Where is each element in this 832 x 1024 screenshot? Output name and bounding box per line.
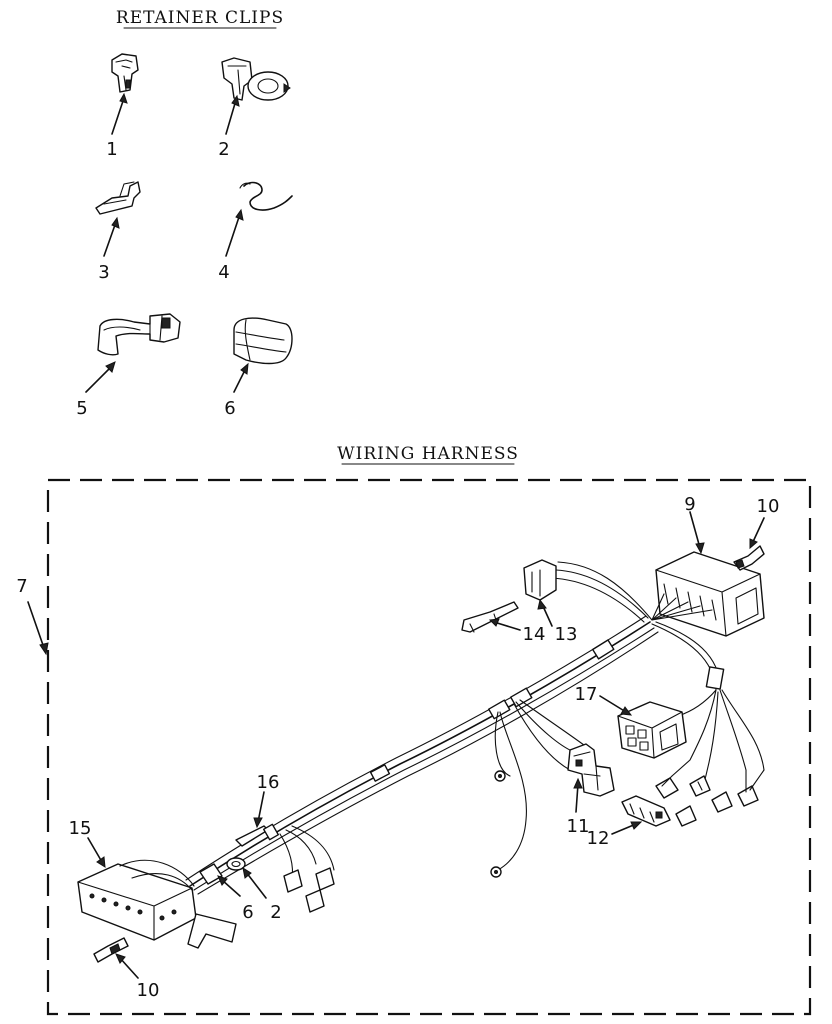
- connector-11-leader: [575, 783, 579, 813]
- plug-13-drawing: [523, 559, 557, 601]
- harness-clip-6-arrowhead: [217, 875, 228, 886]
- clip-2-label: 2: [218, 139, 229, 160]
- retainer-clips-heading: RETAINER CLIPS: [116, 8, 284, 28]
- clip-3-drawing: [95, 181, 141, 215]
- plug-13-arrowhead: [537, 598, 547, 610]
- harness-clip-6-label: 6: [242, 902, 253, 923]
- harness-clip-2-label: 2: [270, 902, 281, 923]
- terminal-block-15-leader: [87, 837, 103, 863]
- terminal-14-drawing: [461, 601, 519, 633]
- harness-boundary: [46, 478, 812, 1016]
- harness-label: 7: [16, 576, 27, 597]
- clip-4-leader: [225, 213, 241, 257]
- wiring-harness-heading: WIRING HARNESS: [337, 444, 519, 464]
- connector-17-arrowhead: [620, 706, 633, 716]
- clip-4-drawing: [239, 181, 293, 211]
- connector-11-drawing: [567, 743, 615, 797]
- branch-lower-left: [279, 825, 335, 913]
- terminal-strip-12-label: 12: [587, 828, 610, 849]
- connector-17-label: 17: [575, 684, 598, 705]
- terminal-strip-12-leader: [611, 823, 637, 835]
- loose-terminals-right: [655, 769, 765, 827]
- clip-3-label: 3: [98, 262, 109, 283]
- tie-16-drawing: [235, 823, 280, 847]
- clip-1-label: 1: [106, 139, 117, 160]
- harness-clips-drawing: [199, 857, 246, 885]
- clip-6-arrowhead: [240, 362, 249, 375]
- clip-5-arrowhead: [105, 361, 116, 373]
- clip-6-label: 6: [224, 398, 235, 419]
- clip-5-label: 5: [76, 398, 87, 419]
- terminal-block-9-arrowhead: [695, 542, 705, 555]
- terminal-block-9-leader: [689, 511, 701, 549]
- branch-to-plug-13: [551, 561, 653, 623]
- terminal-10-upper-arrowhead: [749, 538, 758, 550]
- connector-11-label: 11: [567, 816, 590, 837]
- terminal-strip-12-drawing: [621, 795, 671, 827]
- clip-6-drawing: [233, 317, 293, 365]
- terminal-10-lower-label: 10: [137, 980, 160, 1001]
- harness-arrowhead: [39, 642, 49, 656]
- terminal-10-upper-drawing: [733, 545, 765, 571]
- clip-1-drawing: [111, 53, 139, 93]
- terminal-strip-12-arrowhead: [630, 821, 643, 830]
- clip-4-label: 4: [218, 262, 229, 283]
- connector-17-leader: [599, 695, 627, 713]
- branch-center: [490, 699, 589, 878]
- terminal-14-arrowhead: [488, 618, 500, 627]
- clip-3-leader: [103, 221, 117, 257]
- harness-clip-6-leader: [221, 879, 241, 897]
- harness-trunk: [185, 615, 659, 895]
- terminal-10-lower-arrowhead: [115, 953, 126, 964]
- terminal-block-15-label: 15: [69, 818, 92, 839]
- clip-2-leader: [225, 99, 237, 135]
- terminal-block-9-label: 9: [684, 494, 695, 515]
- clip-5-drawing: [97, 313, 181, 356]
- terminal-block-9-drawing: [651, 551, 765, 637]
- terminal-10-upper-label: 10: [757, 496, 780, 517]
- clip-2-drawing: [221, 57, 291, 101]
- clip-4-arrowhead: [235, 208, 244, 221]
- harness-clip-2-arrowhead: [242, 866, 252, 879]
- branch-right: [651, 621, 765, 791]
- terminal-14-leader: [493, 621, 521, 631]
- terminal-10-upper-leader: [751, 517, 765, 545]
- tie-16-arrowhead: [253, 817, 263, 829]
- plug-13-label: 13: [555, 624, 578, 645]
- harness-leader: [27, 601, 45, 649]
- terminal-block-15-drawing: [77, 859, 237, 949]
- tie-16-label: 16: [257, 772, 280, 793]
- clip-1-arrowhead: [119, 92, 128, 104]
- clip-2-arrowhead: [231, 94, 240, 107]
- harness-clip-2-leader: [245, 871, 267, 899]
- connector-17-drawing: [617, 701, 687, 759]
- clip-5-leader: [85, 365, 113, 393]
- tie-16-leader: [257, 791, 265, 823]
- terminal-14-label: 14: [523, 624, 546, 645]
- connector-11-arrowhead: [573, 777, 583, 789]
- terminal-block-15-arrowhead: [96, 856, 106, 868]
- terminal-10-lower-drawing: [93, 937, 129, 963]
- clip-1-leader: [111, 97, 125, 135]
- clip-3-arrowhead: [111, 216, 120, 229]
- terminal-10-lower-leader: [119, 957, 139, 979]
